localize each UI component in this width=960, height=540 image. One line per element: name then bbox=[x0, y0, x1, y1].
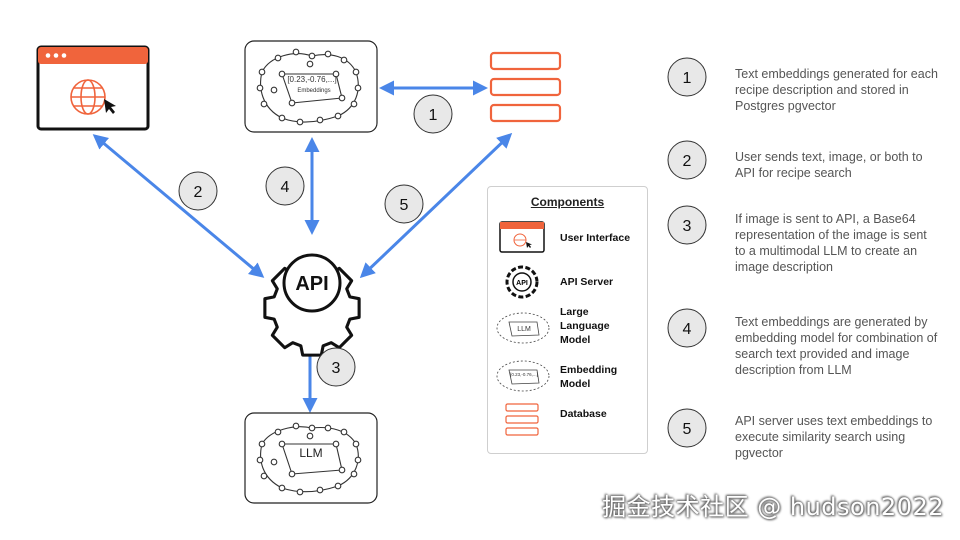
arrow-ui-api bbox=[92, 134, 265, 278]
llm-network-icon bbox=[256, 422, 362, 496]
step-text-3: If image is sent to API, a Base64 repres… bbox=[735, 212, 927, 274]
flow-badge-1: 1 bbox=[413, 94, 453, 134]
legend-title: Components bbox=[530, 195, 605, 209]
svg-text:1: 1 bbox=[429, 107, 438, 124]
step-badge-4: 4 bbox=[667, 308, 707, 348]
flow-arrows bbox=[92, 80, 513, 413]
api-label: API bbox=[295, 273, 328, 295]
cursor-icon bbox=[104, 99, 116, 114]
globe-icon bbox=[70, 79, 106, 115]
svg-text:5: 5 bbox=[400, 197, 409, 214]
svg-text:4: 4 bbox=[683, 321, 692, 338]
legend-label-embedding-model: Embedding Model bbox=[560, 364, 618, 390]
embedding-model-box: [0.23,-0.76,...] Embeddings bbox=[244, 40, 378, 133]
flow-badge-3: 3 bbox=[316, 347, 356, 387]
components-legend: Components User Interface API API Server… bbox=[487, 186, 648, 454]
svg-text:2: 2 bbox=[683, 153, 692, 170]
llm-box: LLM bbox=[244, 412, 378, 504]
svg-text:3: 3 bbox=[683, 218, 692, 235]
database-icon bbox=[489, 51, 562, 123]
flow-badge-5: 5 bbox=[384, 184, 424, 224]
legend-label-database: Database bbox=[560, 408, 607, 420]
embedding-caption: Embeddings bbox=[297, 88, 330, 94]
legend-browser-icon bbox=[499, 221, 545, 253]
arrow-api-database bbox=[359, 132, 513, 279]
svg-text:3: 3 bbox=[332, 360, 341, 377]
legend-database-icon bbox=[505, 403, 539, 436]
browser-icon bbox=[36, 45, 150, 131]
svg-text:4: 4 bbox=[281, 179, 290, 196]
step-badge-2: 2 bbox=[667, 140, 707, 180]
legend-embedding-network-icon: [0.23,-0.76,...] bbox=[496, 360, 550, 392]
flow-badge-2: 2 bbox=[178, 171, 218, 211]
legend-label-api-server: API Server bbox=[560, 276, 614, 288]
legend-label-llm: Large Language Model bbox=[560, 306, 610, 346]
legend-api-gear-icon: API bbox=[505, 265, 539, 299]
svg-text:API: API bbox=[516, 280, 528, 287]
embedding-vector-label: [0.23,-0.76,...] bbox=[287, 75, 336, 84]
legend-label-user-interface: User Interface bbox=[560, 232, 631, 244]
llm-label: LLM bbox=[299, 446, 322, 460]
svg-text:LLM: LLM bbox=[517, 326, 531, 333]
step-badge-5: 5 bbox=[667, 408, 707, 448]
svg-text:5: 5 bbox=[683, 421, 692, 438]
api-gear-icon: API bbox=[263, 253, 361, 357]
legend-llm-network-icon: LLM bbox=[496, 312, 550, 344]
watermark: 掘金技术社区 @ hudson2022 bbox=[602, 493, 944, 521]
flow-number-badges: 1 2 3 4 5 bbox=[178, 94, 453, 387]
step-text-4: Text embeddings are generated by embeddi… bbox=[735, 315, 938, 377]
embedding-network-icon bbox=[256, 48, 362, 126]
svg-text:[0.23,-0.76,...]: [0.23,-0.76,...] bbox=[510, 372, 538, 377]
svg-text:2: 2 bbox=[194, 184, 203, 201]
step-badge-3: 3 bbox=[667, 205, 707, 245]
step-text-1: Text embeddings generated for each recip… bbox=[735, 67, 938, 113]
step-number-badges: 1 2 3 4 5 bbox=[667, 57, 707, 448]
step-text-5: API server uses text embeddings to execu… bbox=[735, 414, 933, 460]
step-text-2: User sends text, image, or both to API f… bbox=[735, 150, 923, 180]
svg-text:1: 1 bbox=[683, 70, 692, 87]
flow-badge-4: 4 bbox=[265, 166, 305, 206]
step-badge-1: 1 bbox=[667, 57, 707, 97]
